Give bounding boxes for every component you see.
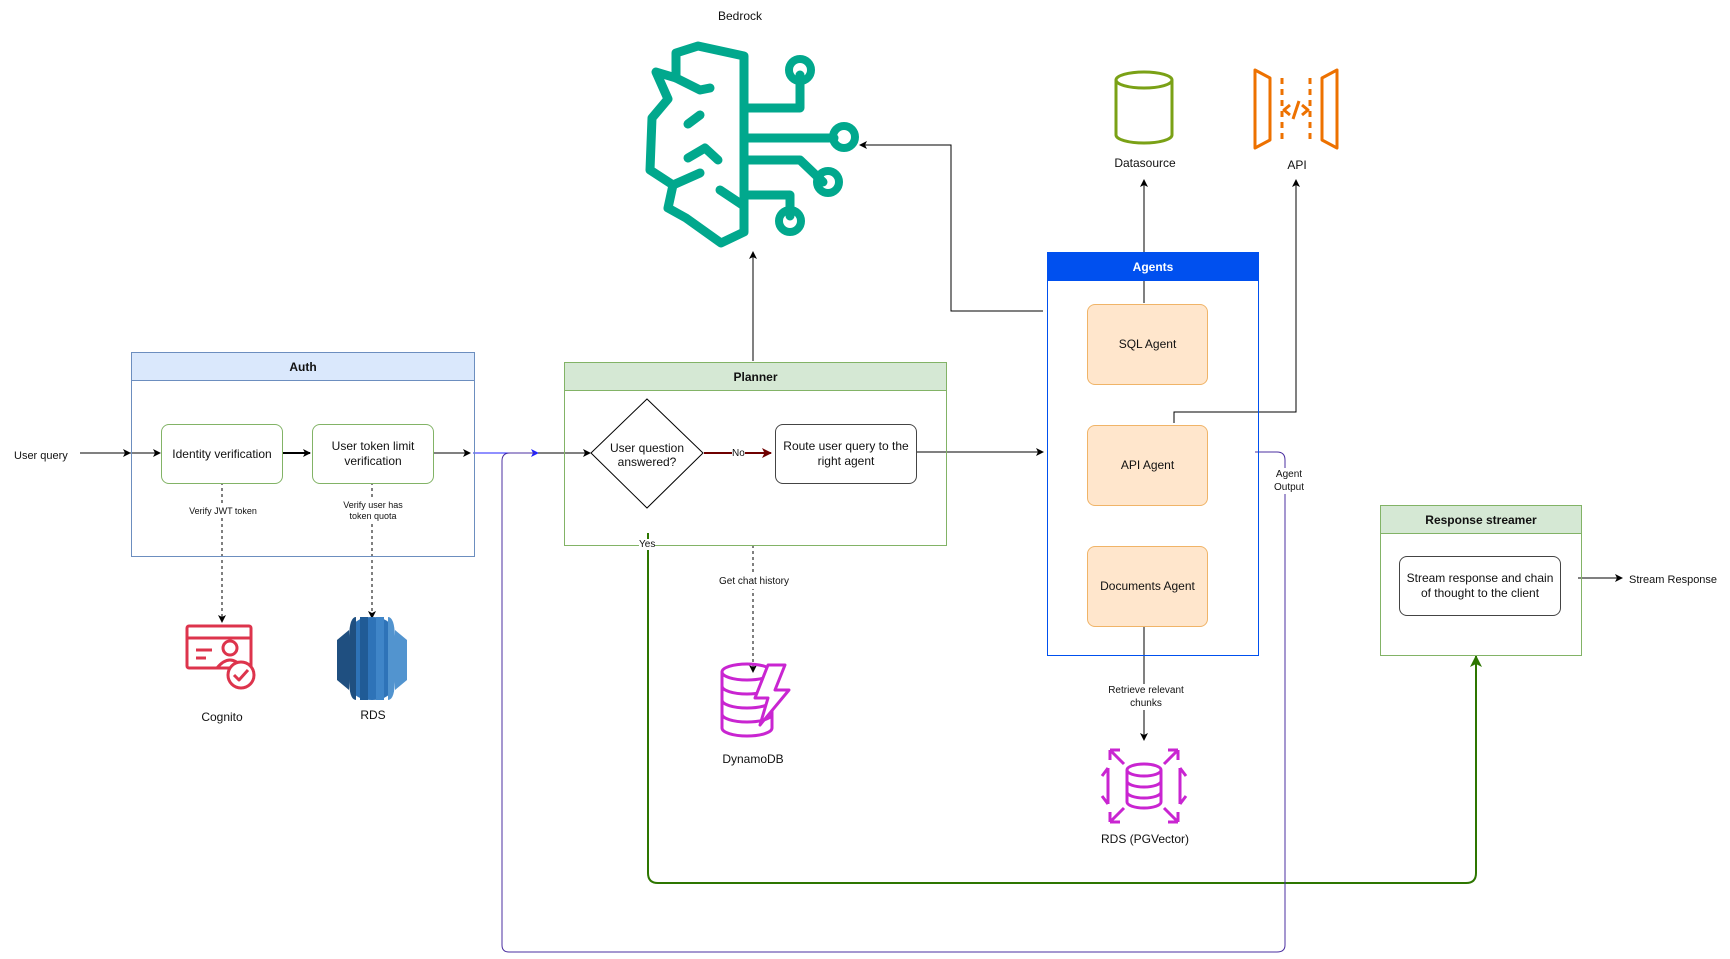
connectors	[80, 141, 1623, 953]
bedrock-label: Bedrock	[717, 9, 763, 23]
user-query-label: User query	[14, 450, 68, 462]
planner-title: Planner	[565, 363, 946, 391]
cognito-icon	[185, 624, 256, 690]
edge-api-agent-to-api	[1173, 179, 1300, 423]
decision-label: User question answered?	[609, 441, 685, 469]
documents-agent-node: Documents Agent	[1087, 546, 1208, 627]
response-streamer-container: Response streamer	[1380, 505, 1582, 656]
verify-jwt-label: Verify JWT token	[178, 506, 268, 517]
response-streamer-title: Response streamer	[1381, 506, 1581, 534]
rds-pgvector-icon	[1100, 748, 1188, 824]
dynamodb-label: DynamoDB	[722, 752, 784, 766]
agent-output-label: Agent Output	[1269, 468, 1309, 494]
api-agent-node: API Agent	[1087, 425, 1208, 506]
rds-label: RDS	[360, 708, 386, 722]
agents-container: Agents	[1047, 252, 1259, 656]
datasource-icon	[1114, 70, 1174, 145]
api-gateway-icon	[1253, 68, 1339, 150]
identity-verification-node: Identity verification	[161, 424, 283, 484]
chat-history-label: Get chat history	[718, 575, 790, 589]
datasource-label: Datasource	[1114, 156, 1176, 170]
yes-label: Yes	[639, 539, 656, 550]
edge-agent-output-loop	[501, 451, 1286, 953]
no-label: No	[732, 448, 745, 459]
agents-title: Agents	[1048, 253, 1258, 281]
dynamodb-icon	[720, 662, 791, 738]
rds-pgvector-label: RDS (PGVector)	[1100, 832, 1190, 846]
edge-agents-to-bedrock	[859, 141, 1043, 312]
auth-container: Auth	[131, 352, 475, 557]
sql-agent-node: SQL Agent	[1087, 304, 1208, 385]
verify-quota-label: Verify user has token quota	[337, 500, 409, 522]
planner-container: Planner	[564, 362, 947, 546]
cognito-label: Cognito	[201, 710, 243, 724]
bedrock-icon	[645, 41, 859, 248]
token-limit-verification-node: User token limit verification	[312, 424, 434, 484]
stream-response-node: Stream response and chain of thought to …	[1399, 556, 1561, 616]
retrieve-chunks-label: Retrieve relevant chunks	[1098, 684, 1194, 710]
stream-response-output-label: Stream Response	[1629, 574, 1718, 586]
rds-icon	[337, 617, 407, 700]
decision-diamond	[590, 398, 704, 509]
api-label: API	[1287, 158, 1307, 172]
auth-title: Auth	[132, 353, 474, 381]
edge-yes-to-streamer	[647, 533, 1482, 884]
route-query-node: Route user query to the right agent	[775, 424, 917, 484]
